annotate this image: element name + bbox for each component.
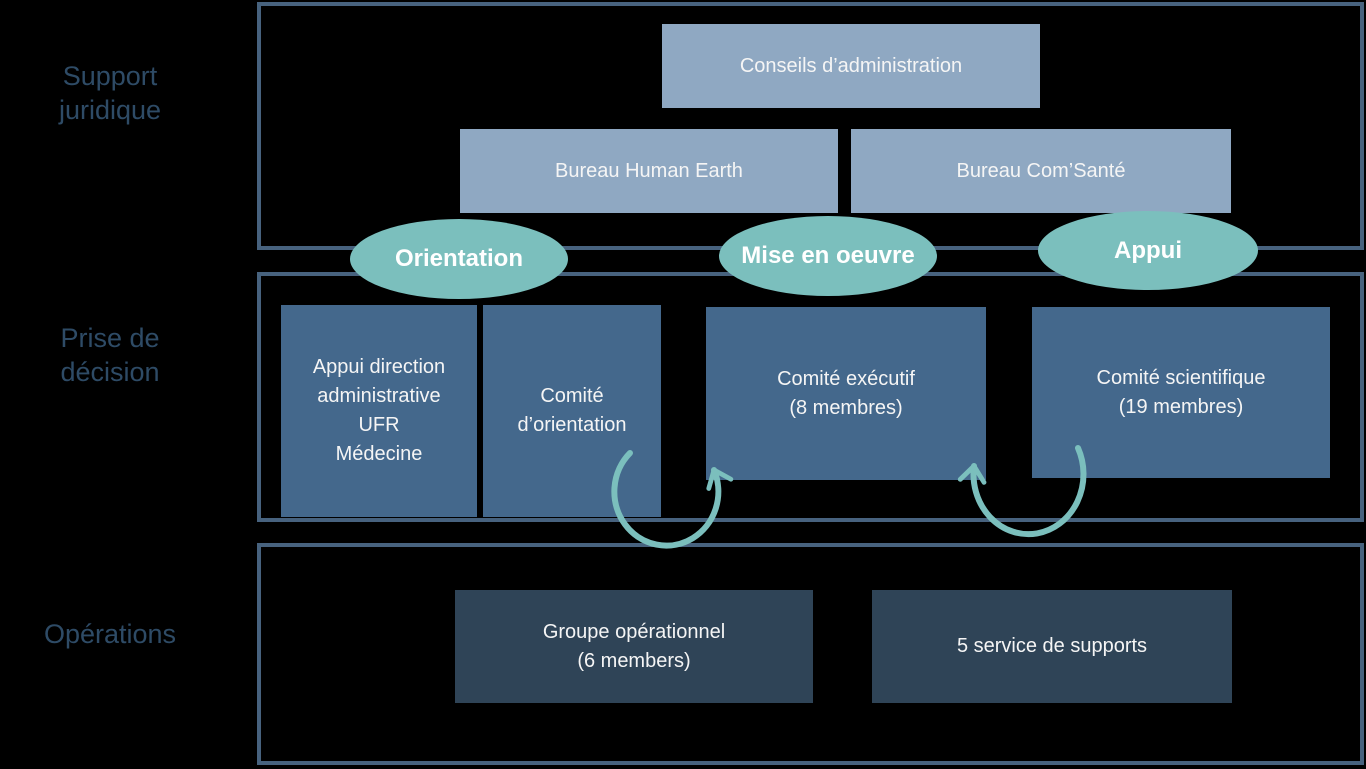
box-bureau-com-sante: Bureau Com’Santé <box>851 129 1231 213</box>
oval-mise-en-oeuvre: Mise en oeuvre <box>719 216 937 296</box>
section-frame-operations <box>257 543 1364 765</box>
box-comite-scientifique: Comité scientifique (19 membres) <box>1032 307 1330 478</box>
box-appui-direction-administrative-ufr-medecine: Appui direction administrative UFR Médec… <box>281 305 477 517</box>
box-comite-orientation: Comité d’orientation <box>483 305 661 517</box>
oval-appui: Appui <box>1038 211 1258 290</box>
box-conseils-administration: Conseils d’administration <box>662 24 1040 108</box>
row-label-operations: Opérations <box>43 619 177 649</box>
oval-orientation: Orientation <box>350 219 568 299</box>
box-comite-executif: Comité exécutif (8 membres) <box>706 307 986 480</box>
box-bureau-human-earth: Bureau Human Earth <box>460 129 838 213</box>
box-groupe-operationnel: Groupe opérationnel (6 members) <box>455 590 813 703</box>
row-label-prise-de-decision: Prise de décision <box>60 323 160 387</box>
box-services-supports: 5 service de supports <box>872 590 1232 703</box>
row-label-support-juridique: Support juridique <box>58 61 162 125</box>
